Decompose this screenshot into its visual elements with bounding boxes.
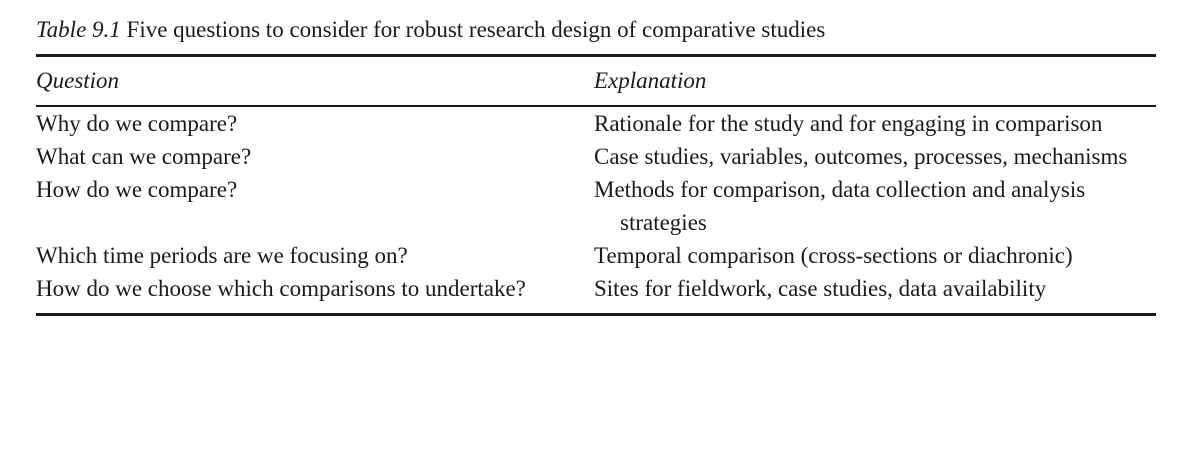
question-cell: What can we compare? — [36, 143, 252, 169]
explanation-cell: Rationale for the study and for engaging… — [594, 110, 1103, 136]
table-caption: Table 9.1 Five questions to consider for… — [36, 12, 1156, 48]
header-rule — [36, 105, 1156, 107]
table-row: What can we compare? Case studies, varia… — [36, 140, 1156, 173]
column-header-explanation: Explanation — [594, 68, 707, 93]
top-rule — [36, 54, 1156, 57]
question-cell: How do we compare? — [36, 176, 238, 202]
bottom-rule — [36, 312, 1156, 316]
table-caption-text: Five questions to consider for robust re… — [126, 17, 826, 42]
table-row: How do we choose which comparisons to un… — [36, 272, 1156, 313]
explanation-cell: Case studies, variables, outcomes, proce… — [594, 143, 1128, 169]
question-cell: How do we choose which comparisons to un… — [36, 275, 526, 301]
table-container: Table 9.1 Five questions to consider for… — [36, 12, 1156, 316]
question-cell: Why do we compare? — [36, 110, 238, 136]
question-cell: Which time periods are we focusing on? — [36, 242, 408, 268]
explanation-cell: Methods for comparison, data collection … — [594, 176, 1086, 235]
explanation-cell: Temporal comparison (cross-sections or d… — [594, 242, 1073, 268]
table-caption-label: Table 9.1 — [36, 17, 121, 42]
explanation-cell: Sites for fieldwork, case studies, data … — [594, 275, 1047, 301]
table-row: Why do we compare? Rationale for the stu… — [36, 107, 1156, 140]
column-header-question: Question — [36, 68, 120, 93]
table-row: Which time periods are we focusing on? T… — [36, 239, 1156, 272]
data-table: Question Explanation Why do we compare? … — [36, 57, 1156, 313]
table-row: How do we compare? Methods for compariso… — [36, 173, 1156, 239]
header-row: Question Explanation — [36, 57, 1156, 105]
